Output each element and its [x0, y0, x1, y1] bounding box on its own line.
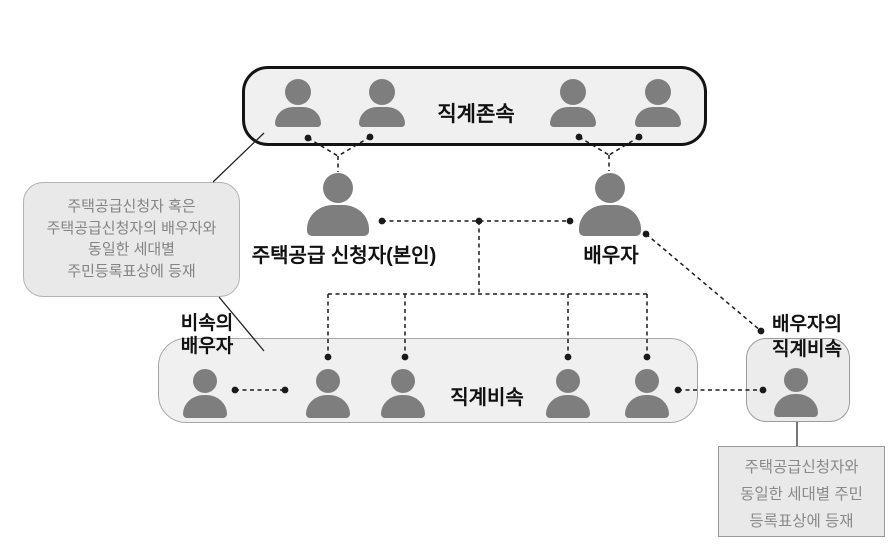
ascendants-box [242, 66, 707, 146]
person-icon [183, 369, 227, 418]
applicant-person-icon [307, 173, 369, 236]
person-icon [359, 79, 405, 127]
person-icon [546, 369, 590, 418]
person-icon [381, 369, 425, 418]
person-icon [306, 369, 350, 418]
descendant-spouse-label: 비속의 배우자 [180, 313, 234, 357]
person-icon [635, 79, 681, 127]
household-register-note-right: 주택공급신청자와 동일한 세대별 주민 등록표상에 등재 [718, 446, 885, 537]
spouse-descendants-label: 배우자의 직계비속 [772, 314, 842, 360]
household-register-note-left: 주택공급신청자 혹은 주택공급신청자의 배우자와 동일한 세대별 주민등록표상에… [23, 182, 240, 297]
spouse-person-icon [579, 173, 641, 236]
ascendants-label: 직계존속 [437, 103, 515, 126]
spouse-label: 배우자 [583, 245, 639, 267]
couple-connector [378, 217, 574, 225]
person-icon [774, 368, 818, 417]
person-icon [275, 79, 321, 127]
applicant-label: 주택공급 신청자(본인) [251, 245, 437, 267]
descendants-box [158, 338, 698, 423]
person-icon [625, 369, 669, 418]
person-icon [550, 79, 596, 127]
descendants-label: 직계비속 [450, 387, 524, 409]
